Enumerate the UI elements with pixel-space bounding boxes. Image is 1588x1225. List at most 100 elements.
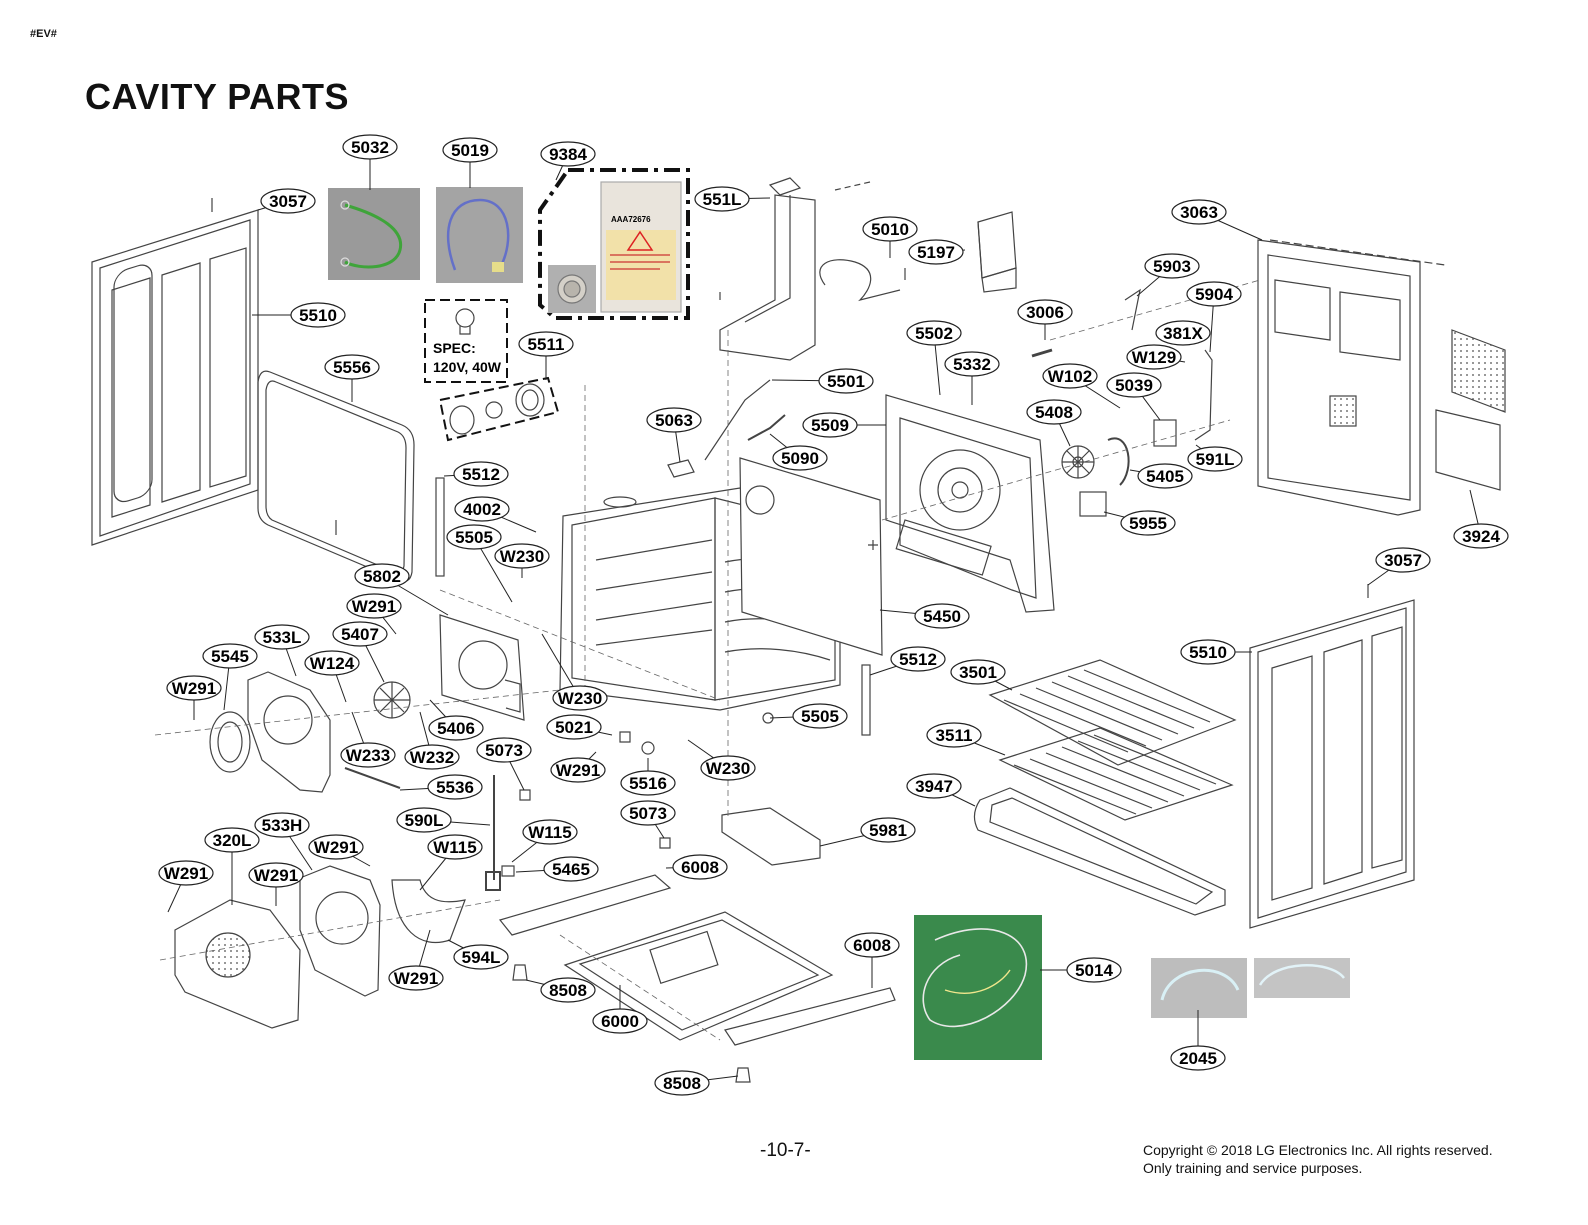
duct-594L: [391, 879, 466, 944]
callout-W115: W115: [511, 819, 578, 863]
callout-W291: W291: [248, 862, 304, 906]
callout-bubble: [543, 856, 599, 882]
callout-label: 5955: [1129, 514, 1167, 533]
callout-bubble: [308, 834, 364, 860]
oven-rack-3501: [988, 659, 1237, 766]
callout-bubble: [700, 755, 756, 781]
callout-bubble: [672, 854, 728, 880]
callout-9384: 9384: [540, 141, 596, 181]
callout-bubble: [332, 621, 388, 647]
callout-label: 6008: [681, 858, 719, 877]
callout-8508: 8508: [654, 1070, 739, 1096]
document-tag: #EV#: [30, 28, 57, 40]
rail-6008-lower: [724, 987, 896, 1046]
callout-bubble: [944, 351, 1000, 377]
callout-bubble: [1187, 446, 1243, 472]
page-title: CAVITY PARTS: [85, 76, 350, 117]
callout-5090: 5090: [769, 433, 828, 471]
callout-label: 3501: [959, 663, 997, 682]
callout-bubble: [342, 134, 398, 160]
bracket-5197: [977, 211, 1017, 293]
photo-blue-wire: [436, 187, 523, 283]
callout-5510: 5510: [1180, 639, 1252, 665]
callout-label: 533H: [262, 816, 303, 835]
callout-bubble: [772, 445, 828, 471]
callout-bubble: [1137, 463, 1193, 489]
callout-5903: 5903: [1136, 253, 1200, 297]
convection-cover-533L: [247, 671, 331, 793]
callout-label: 5465: [552, 860, 590, 879]
callout-label: W291: [394, 969, 438, 988]
callout-label: 6000: [601, 1012, 639, 1031]
callout-label: 5019: [451, 141, 489, 160]
callout-bubble: [1120, 510, 1176, 536]
callout-label: 551L: [703, 190, 742, 209]
callout-5019: 5019: [442, 137, 498, 188]
callout-label: 5501: [827, 372, 865, 391]
callout-bubble: [792, 703, 848, 729]
callout-label: 5014: [1075, 961, 1113, 980]
callout-label: W230: [706, 759, 750, 778]
callout-590L: 590L: [396, 807, 491, 833]
callout-label: 533L: [263, 628, 302, 647]
callout-label: 8508: [663, 1074, 701, 1093]
rail-6008-upper: [498, 874, 672, 936]
callout-8508: 8508: [525, 977, 596, 1003]
callout-bubble: [540, 141, 596, 167]
callout-label: 5073: [485, 741, 523, 760]
photo-part-label: AAA72676: [611, 215, 651, 224]
callout-label: W233: [346, 746, 390, 765]
callout-bubble: [1155, 320, 1211, 346]
photo-lamp-kit: [538, 168, 690, 320]
callout-bubble: [908, 239, 964, 265]
callout-4002: 4002: [454, 496, 537, 533]
callout-label: W291: [172, 679, 216, 698]
callout-W115: W115: [419, 834, 483, 891]
fan-housing: [439, 614, 525, 721]
lamp-spec-box: [424, 299, 508, 383]
callout-bubble: [1180, 639, 1236, 665]
parts-line-art: [91, 168, 1506, 1083]
callout-5505: 5505: [446, 524, 513, 603]
callout-5405: 5405: [1129, 463, 1193, 489]
callout-bubble: [304, 650, 360, 676]
callout-label: W102: [1048, 367, 1092, 386]
callout-label: 3063: [1180, 203, 1218, 222]
callout-5039: 5039: [1106, 372, 1162, 421]
callout-5032: 5032: [342, 134, 398, 190]
callout-label: W291: [352, 597, 396, 616]
callout-bubble: [290, 302, 346, 328]
callout-bubble: [1066, 957, 1122, 983]
callout-bubble: [862, 216, 918, 242]
callout-5510: 5510: [252, 302, 346, 328]
callout-3947: 3947: [906, 773, 976, 807]
callout-label: 5536: [436, 778, 474, 797]
wire-harness-5010: [819, 259, 901, 302]
callout-W230: W230: [494, 543, 550, 578]
callout-bubble: [202, 643, 258, 669]
callout-3057: 3057: [1367, 547, 1431, 586]
callout-5904: 5904: [1186, 281, 1242, 353]
callout-bubble: [1375, 547, 1431, 573]
callout-bubble: [396, 807, 452, 833]
callout-label: W291: [254, 866, 298, 885]
callout-bubble: [1171, 199, 1227, 225]
callout-5010: 5010: [862, 216, 918, 258]
callout-label: 5010: [871, 220, 909, 239]
callout-label: W124: [310, 654, 355, 673]
callout-bubble: [550, 757, 606, 783]
callout-W230: W230: [541, 633, 608, 711]
callout-bubble: [324, 354, 380, 380]
callout-5556: 5556: [324, 354, 380, 402]
callout-W102: W102: [1042, 363, 1121, 409]
callout-label: W291: [314, 838, 358, 857]
callout-label: 5063: [655, 411, 693, 430]
callout-bubble: [540, 977, 596, 1003]
callout-label: 5450: [923, 607, 961, 626]
callout-5955: 5955: [1103, 510, 1176, 536]
callout-label: 5509: [811, 416, 849, 435]
callout-label: W129: [1132, 348, 1176, 367]
callout-bubble: [1042, 363, 1098, 389]
callout-label: 5512: [899, 650, 937, 669]
callout-label: 5545: [211, 647, 249, 666]
